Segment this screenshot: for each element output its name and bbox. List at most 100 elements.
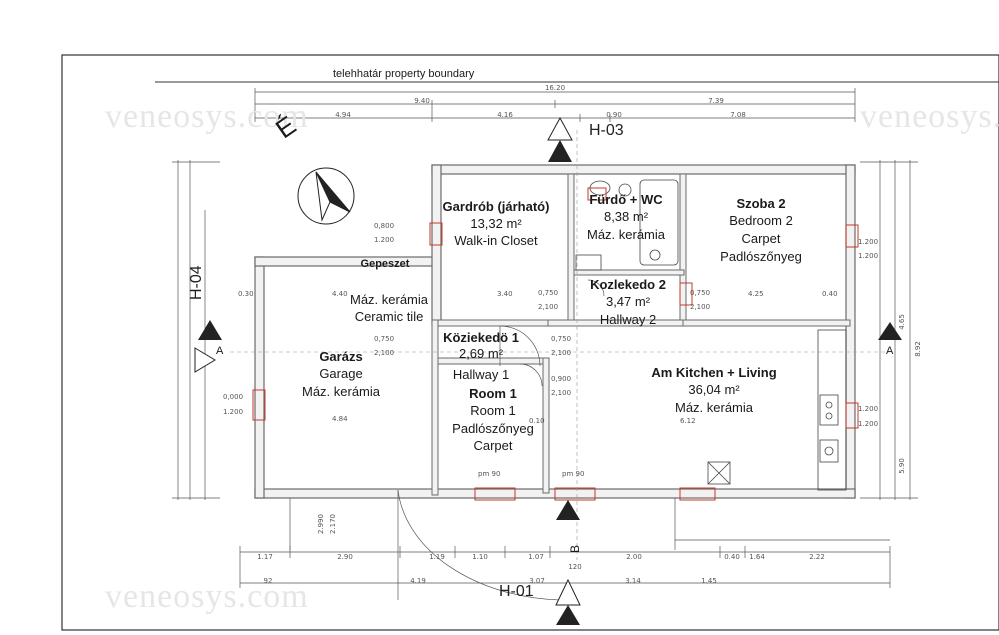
room-garazs-name: Garázs <box>319 349 363 364</box>
section-markers <box>194 116 902 625</box>
dim-bot-1: 1.17 <box>257 553 273 561</box>
dim-int-612: 6.12 <box>680 417 696 425</box>
room-kozlekedo1-en: Hallway 1 <box>452 367 510 382</box>
dim-win-0750-b: 0,750 <box>551 335 572 343</box>
room-szoba2-floor-en: Carpet <box>741 231 781 246</box>
dim-win-0750-d: 0,750 <box>690 289 711 297</box>
dim-bot-3: 1.19 <box>429 553 445 561</box>
dim-int-440: 4.40 <box>332 290 348 298</box>
north-arrow-symbol <box>297 167 355 225</box>
dim-win-2100-c: 2,100 <box>551 389 572 397</box>
room-szoba2-en: Bedroom 2 <box>729 213 793 228</box>
dim-int-010: 0.10 <box>529 417 545 425</box>
dim-top-c1: 4.94 <box>335 111 351 119</box>
bathroom-fixtures <box>575 179 679 271</box>
dim-win-0900: 0,900 <box>551 375 572 383</box>
dim-top-a: 9.40 <box>414 97 430 105</box>
dim-bot-5: 1.07 <box>528 553 544 561</box>
dim-pm90-a: pm 90 <box>478 470 501 478</box>
dim-win-0750-a: 0,750 <box>374 335 395 343</box>
dim-side-892: 8.92 <box>913 341 922 357</box>
room-kitchen-floor: Máz. kerámia <box>674 400 754 415</box>
dim-bot-row2-3: 3.07 <box>529 577 545 585</box>
room-kozlekedo1-name: Köziekedö 1 <box>443 330 519 345</box>
dim-win-1200: 1.200 <box>374 236 395 244</box>
dim-top-b: 7.39 <box>708 97 724 105</box>
watermark: veneosys.com <box>105 578 309 615</box>
room-gardrob-name: Gardrób (járható) <box>442 199 550 214</box>
bottom-dimension-lines <box>239 539 891 588</box>
interior-walls <box>431 173 851 496</box>
dim-bot-row2-2: 4.19 <box>410 577 426 585</box>
dim-win-2100-a: 2,100 <box>374 349 395 357</box>
dim-bot-2: 2.90 <box>337 553 353 561</box>
dim-win-2100-d: 2,100 <box>538 303 559 311</box>
dim-bot-row2-4: 3.14 <box>625 577 641 585</box>
dim-top-c4: 7.08 <box>730 111 746 119</box>
section-label-h04: H-04 <box>188 265 205 300</box>
exterior-features <box>289 498 676 550</box>
opening-markers <box>252 187 859 501</box>
dim-int-484: 4.84 <box>332 415 348 423</box>
section-label-b: B <box>568 544 583 554</box>
room-storage-floor: Máz. kerámia <box>349 292 429 307</box>
watermark: veneosys.com <box>860 98 999 135</box>
room-kitchen-area: 36,04 m² <box>688 382 740 397</box>
room-room1-en: Room 1 <box>470 403 516 418</box>
dim-bot-8: 1.64 <box>749 553 765 561</box>
dim-win-1200-right-a: 1.200 <box>858 238 879 246</box>
dim-sill-2990: 2.990 <box>317 513 326 535</box>
room-garazs-floor: Máz. kerámia <box>301 384 381 399</box>
room-kitchen-name: Am Kitchen + Living <box>651 365 777 380</box>
dim-bot-row2-5: 1.45 <box>701 577 717 585</box>
room-kozlekedo2-en: Hallway 2 <box>599 312 657 327</box>
dim-win-0750-c: 0,750 <box>538 289 559 297</box>
room-room1-floor: Padlószőnyeg <box>452 421 534 436</box>
room-room1-name: Room 1 <box>469 386 517 401</box>
dim-bot-4: 1.10 <box>472 553 488 561</box>
dim-win-2100-e: 2,100 <box>690 303 711 311</box>
section-label-h01: H-01 <box>499 583 534 600</box>
room-szoba2-name: Szoba 2 <box>736 196 786 211</box>
room-furdo-area: 8,38 m² <box>603 209 649 224</box>
section-label-a-left: A <box>216 345 224 357</box>
dim-side-465: 4.65 <box>897 314 906 330</box>
dim-side-590: 5.90 <box>897 458 906 474</box>
section-label-a-right: A <box>886 345 894 357</box>
room-szoba2-floor: Padlószőnyeg <box>720 249 802 264</box>
dim-sill-2170: 2.170 <box>329 513 338 535</box>
room-furdo-floor: Máz. kerámia <box>586 227 666 242</box>
room-gardrob-en: Walk-in Closet <box>454 233 538 248</box>
room-storage-floor-en: Ceramic tile <box>354 309 424 324</box>
sheet-frame <box>61 54 999 631</box>
dim-win-1200-right-b: 1.200 <box>858 252 879 260</box>
dim-win-1200b: 1.200 <box>223 408 244 416</box>
room-garazs-en: Garage <box>319 366 363 381</box>
dim-win-0000: 0,000 <box>223 393 244 401</box>
dim-int-425: 4.25 <box>748 290 764 298</box>
dim-top-c2: 4.16 <box>497 111 513 119</box>
dim-int-340: 3.40 <box>497 290 513 298</box>
dim-win-0800: 0,800 <box>374 222 395 230</box>
top-dimension-lines <box>254 88 856 122</box>
dim-bot-9: 2.22 <box>809 553 825 561</box>
dim-bot-120: 120 <box>568 563 582 571</box>
room-room1-floor-en: Carpet <box>473 438 513 453</box>
property-boundary-label: telehhatár property boundary <box>333 68 475 80</box>
dim-total: 16.20 <box>544 84 566 92</box>
section-lines <box>230 130 890 560</box>
room-kozlekedo1-area: 2,69 m² <box>458 346 504 361</box>
dim-bot-7: 0.40 <box>724 553 740 561</box>
dim-win-1200-right-d: 1.200 <box>858 420 879 428</box>
dim-int-040: 0.40 <box>822 290 838 298</box>
room-kozlekedo2-area: 3,47 m² <box>605 294 651 309</box>
dim-bot-6: 2.00 <box>626 553 642 561</box>
room-kozlekedo2-name: Kozlekedo 2 <box>590 277 666 292</box>
watermark: veneosys.com <box>105 98 309 135</box>
dim-int-030: 0.30 <box>238 290 254 298</box>
section-label-h03: H-03 <box>589 122 624 139</box>
room-gardrob-area: 13,32 m² <box>470 216 522 231</box>
room-storage-name: Gepeszet <box>360 258 410 270</box>
dim-win-1200-right-c: 1.200 <box>858 405 879 413</box>
